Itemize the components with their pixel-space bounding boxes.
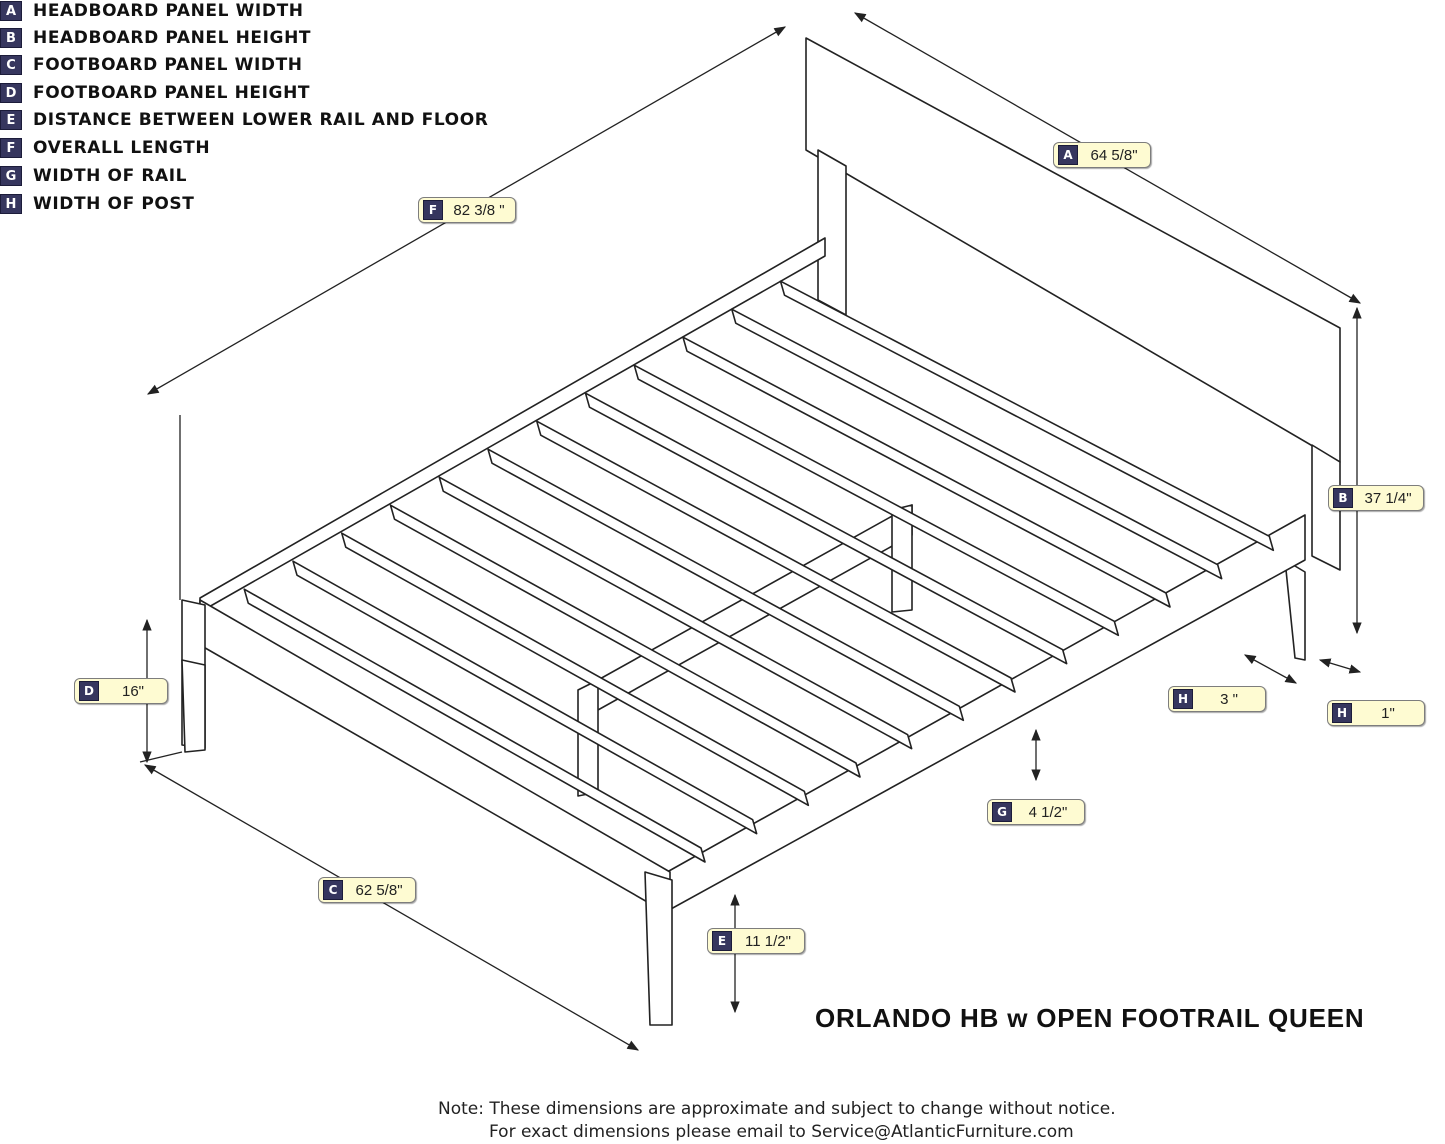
legend-label-e: DISTANCE BETWEEN LOWER RAIL AND FLOOR <box>33 110 489 130</box>
dimension-tag-b: B 37 1/4" <box>1328 485 1424 511</box>
slat <box>243 588 706 863</box>
tag-value-e: 11 1/2" <box>745 932 791 950</box>
tag-value-d: 16" <box>121 682 144 700</box>
slat <box>292 560 758 835</box>
tag-value-h-1: 3 " <box>1220 690 1238 708</box>
ext-line-c <box>139 751 183 763</box>
dimension-tag-h-post-depth: H 3 " <box>1168 686 1266 712</box>
tag-key-a: A <box>1058 145 1078 165</box>
legend-key-a: A <box>0 1 22 21</box>
tag-value-g: 4 1/2" <box>1028 803 1068 821</box>
legend-key-e: E <box>0 110 22 130</box>
headboard-leg-right <box>1284 559 1306 661</box>
tag-key-h-1: H <box>1173 689 1193 709</box>
tag-value-c: 62 5/8" <box>355 881 403 899</box>
disclaimer-note: Note: These dimensions are approximate a… <box>438 1098 1116 1144</box>
tag-key-b: B <box>1333 488 1353 508</box>
slat <box>438 476 913 750</box>
headboard-post-right <box>1311 444 1341 571</box>
dim-line-h2 <box>1318 658 1362 674</box>
tag-value-h-2: 1" <box>1381 704 1395 722</box>
legend-item-a: A HEADBOARD PANEL WIDTH <box>0 0 304 22</box>
dim-line-h1 <box>1243 654 1298 684</box>
dimension-tag-f: F 82 3/8 " <box>418 197 516 223</box>
dimension-tag-a: A 64 5/8" <box>1053 142 1151 168</box>
tag-key-c: C <box>323 880 343 900</box>
dimension-tag-g: G 4 1/2" <box>987 799 1085 825</box>
legend-key-c: C <box>0 55 22 75</box>
legend-item-b: B HEADBOARD PANEL HEIGHT <box>0 27 311 49</box>
tag-key-h-2: H <box>1332 703 1352 723</box>
tag-key-d: D <box>79 681 99 701</box>
dimension-tag-c: C 62 5/8" <box>318 877 416 903</box>
legend-item-c: C FOOTBOARD PANEL WIDTH <box>0 54 303 76</box>
legend-label-g: WIDTH OF RAIL <box>33 166 188 186</box>
footboard-post-right <box>644 871 673 1026</box>
legend-label-b: HEADBOARD PANEL HEIGHT <box>33 28 312 48</box>
slat <box>389 504 861 778</box>
dimension-tag-d: D 16" <box>74 678 168 704</box>
footboard-leg-left <box>181 659 206 753</box>
legend-key-d: D <box>0 83 22 103</box>
legend-key-f: F <box>0 138 22 158</box>
slat <box>340 532 810 807</box>
legend-key-b: B <box>0 28 22 48</box>
note-line-2: For exact dimensions please email to Ser… <box>489 1122 1074 1142</box>
slat-group <box>243 280 1275 863</box>
tag-key-e: E <box>712 931 732 951</box>
legend-label-d: FOOTBOARD PANEL HEIGHT <box>33 83 311 103</box>
tag-value-f: 82 3/8 " <box>453 201 505 219</box>
headboard-post-left <box>817 149 847 316</box>
legend-label-c: FOOTBOARD PANEL WIDTH <box>33 55 303 75</box>
legend-item-e: E DISTANCE BETWEEN LOWER RAIL AND FLOOR <box>0 109 488 131</box>
slat <box>682 336 1171 608</box>
legend-key-h: H <box>0 194 22 214</box>
slat <box>633 364 1120 637</box>
legend-label-a: HEADBOARD PANEL WIDTH <box>33 1 304 21</box>
tag-value-b: 37 1/4" <box>1364 489 1412 507</box>
legend-key-g: G <box>0 166 22 186</box>
slat <box>535 420 1016 693</box>
tag-key-g: G <box>992 802 1012 822</box>
slat <box>487 448 965 722</box>
dimension-tag-h-post-width: H 1" <box>1327 700 1425 726</box>
legend-label-f: OVERALL LENGTH <box>33 138 211 158</box>
tag-value-a: 64 5/8" <box>1090 146 1138 164</box>
legend-item-d: D FOOTBOARD PANEL HEIGHT <box>0 82 310 104</box>
legend-label-h: WIDTH OF POST <box>33 194 195 214</box>
legend-item-g: G WIDTH OF RAIL <box>0 165 187 187</box>
legend-item-h: H WIDTH OF POST <box>0 193 194 215</box>
legend-item-f: F OVERALL LENGTH <box>0 137 210 159</box>
dimension-tag-e: E 11 1/2" <box>707 928 805 954</box>
slat <box>584 392 1068 665</box>
product-title: ORLANDO HB w OPEN FOOTRAIL QUEEN <box>815 1003 1365 1033</box>
note-line-1: Note: These dimensions are approximate a… <box>438 1099 1116 1119</box>
dim-line-c <box>143 764 640 1051</box>
center-leg-middle <box>891 504 913 613</box>
tag-key-f: F <box>423 200 443 220</box>
